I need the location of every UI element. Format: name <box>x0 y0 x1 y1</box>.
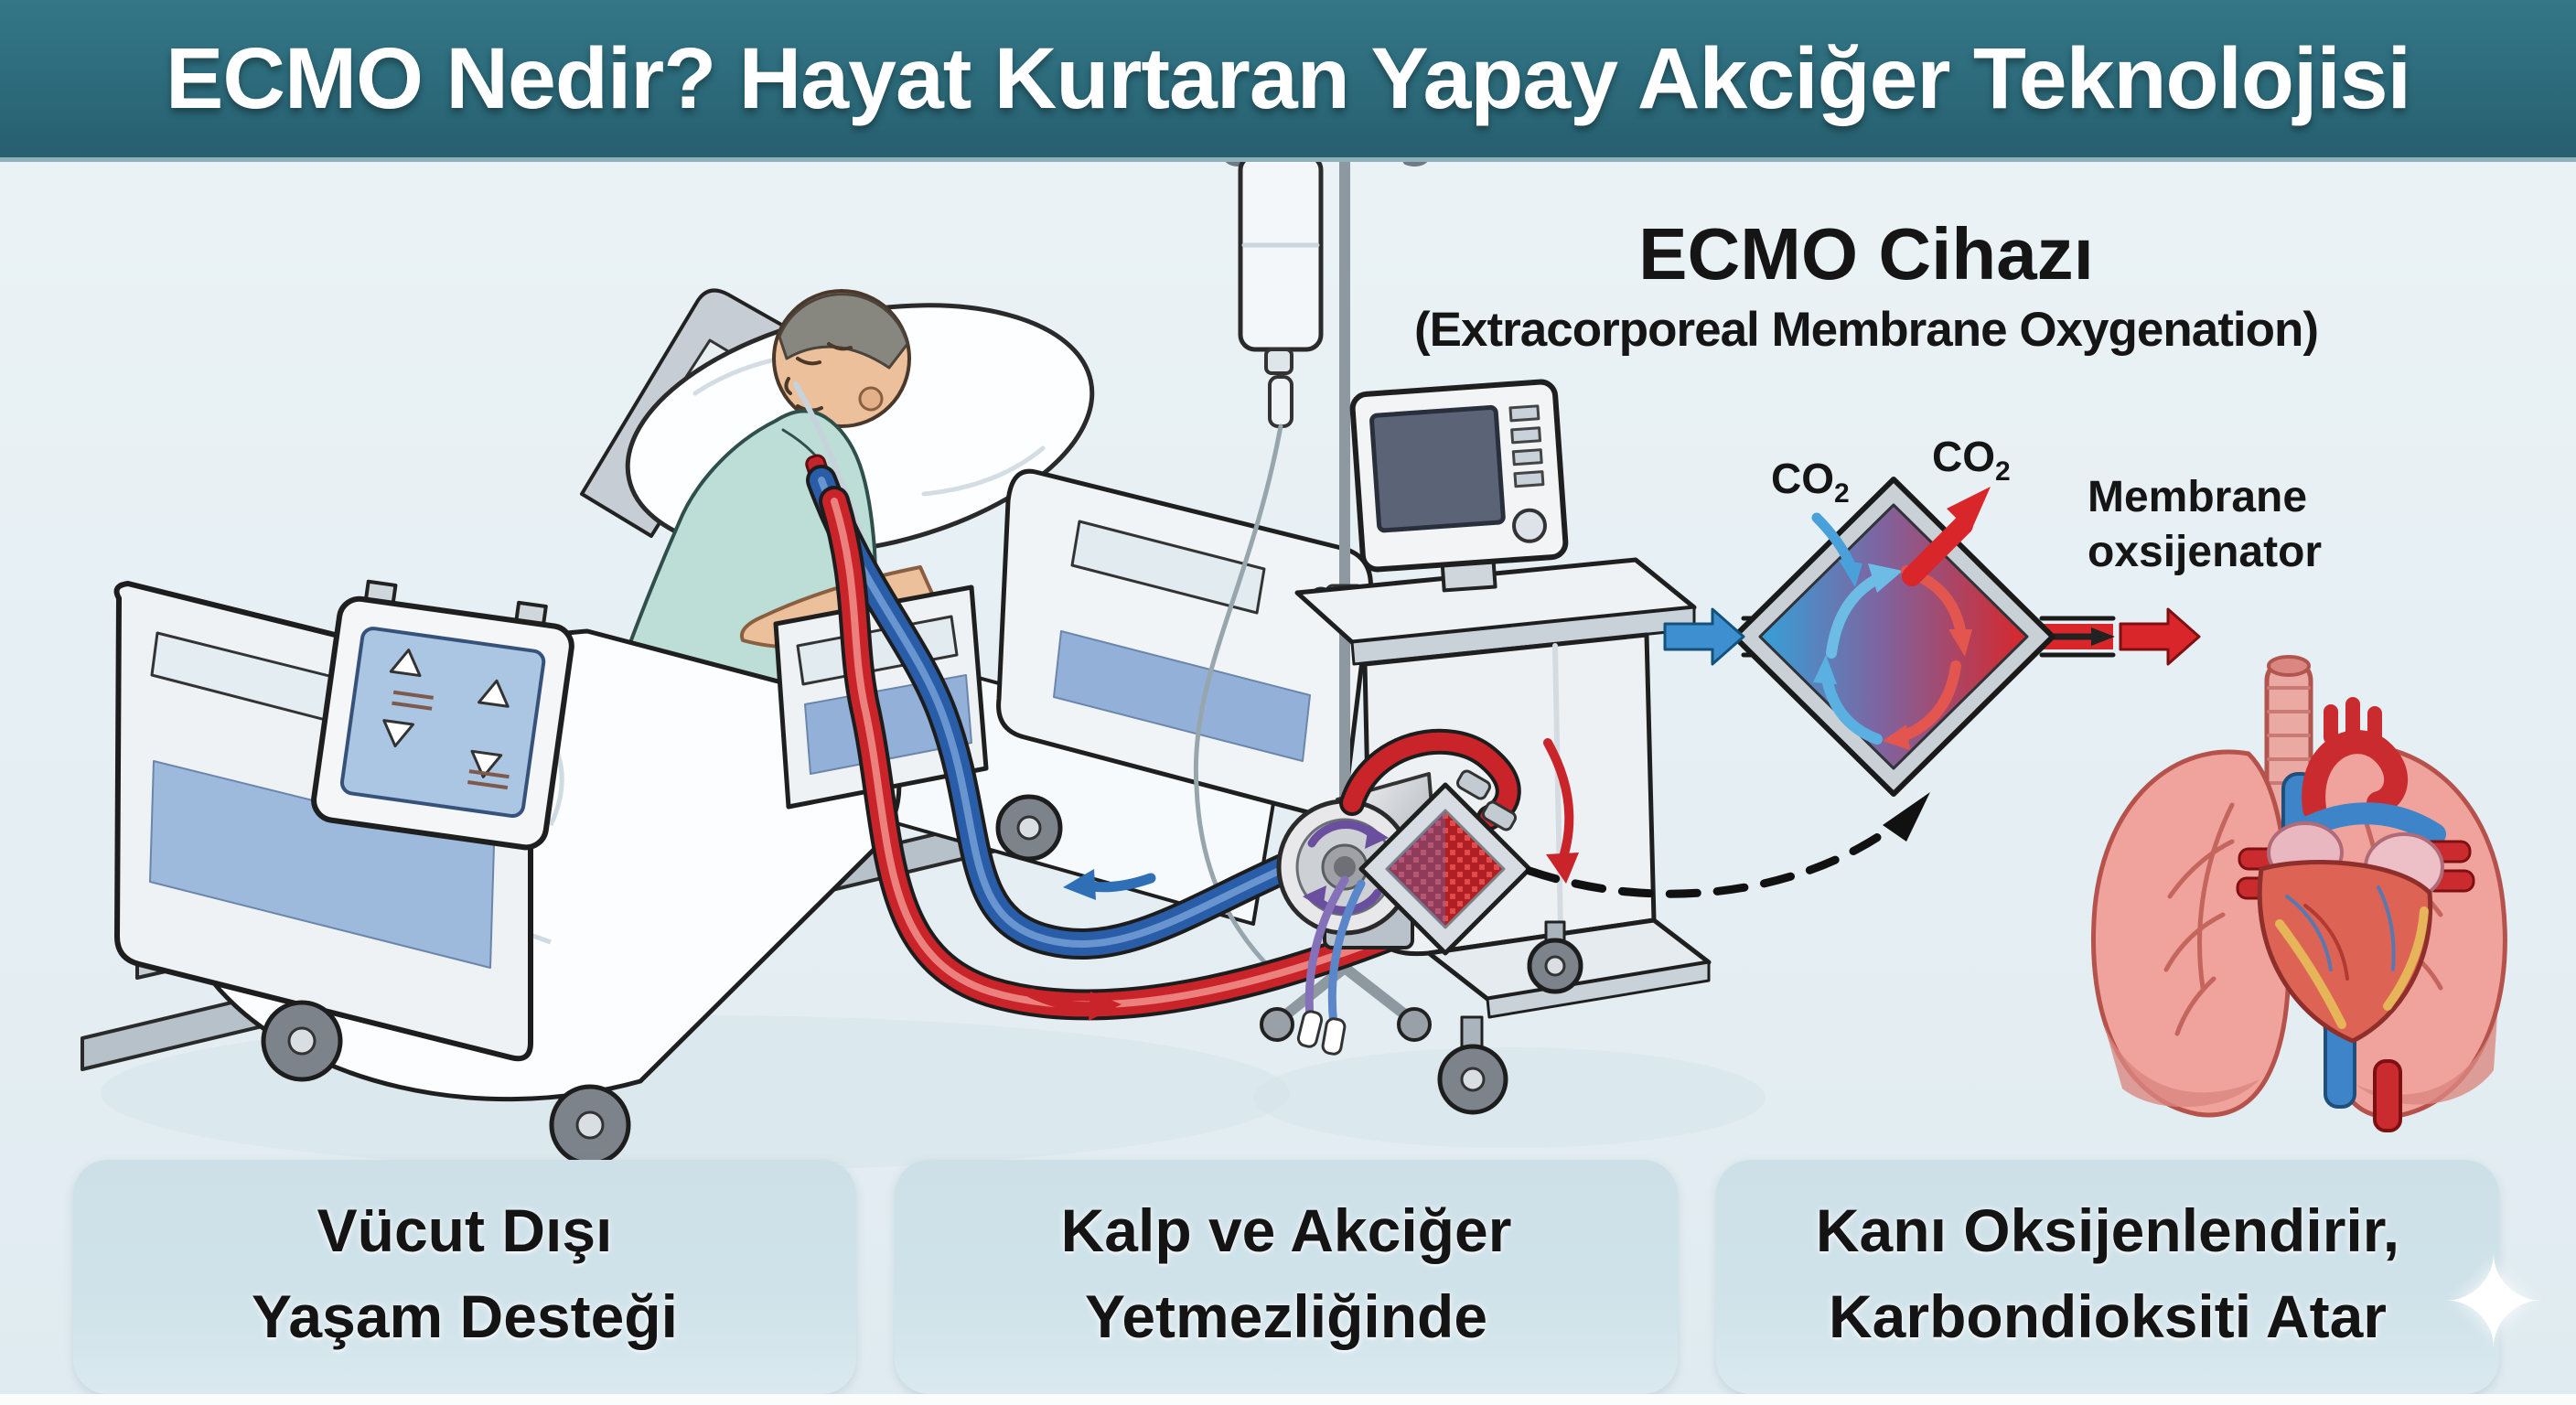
iv-bag <box>1238 153 1324 352</box>
cart-casters <box>1437 920 1583 1115</box>
oxygenated-blood-arrow <box>2119 607 2201 666</box>
device-label: ECMO Cihazı (Extracorporeal Membrane Oxy… <box>1326 210 2406 362</box>
header-banner: ECMO Nedir? Hayat Kurtaran Yapay Akciğer… <box>0 0 2576 162</box>
recirculation-arrow <box>1543 738 1574 870</box>
info-card-oxygenates-blood: Kanı Oksijenlendirir, Karbondioksiti Ata… <box>1716 1160 2499 1394</box>
aorta <box>2302 730 2408 820</box>
pulmonary-artery <box>2294 802 2446 845</box>
co2-in-label: CO2 <box>1771 455 1850 509</box>
bed-casters <box>261 794 1063 1166</box>
info-card-heart-lung-failure: Kalp ve Akciğer Yetmezliğinde <box>895 1160 1678 1394</box>
device-subtitle: (Extracorporeal Membrane Oxygenation) <box>1414 303 2319 357</box>
oxygenator-unit <box>1358 782 1532 956</box>
iv-line <box>1193 424 1283 974</box>
catheter-purple <box>1304 875 1349 1022</box>
bed-control-panel <box>311 579 574 851</box>
page-title: ECMO Nedir? Hayat Kurtaran Yapay Akciğer… <box>166 29 2411 127</box>
pump-rotation-arrow <box>1307 820 1379 848</box>
cart-shadow <box>1253 1047 1766 1148</box>
ecmo-monitor <box>1349 379 1569 593</box>
monitor-knob <box>1512 508 1548 543</box>
dashed-arrow <box>1525 792 1930 898</box>
membrane-oxygenator-label: Membrane oxsijenator <box>2088 473 2323 576</box>
membrane-core <box>1758 503 2029 770</box>
info-card-extracorporeal: Vücut Dışı Yaşam Desteği <box>73 1160 856 1394</box>
iv-drip-chamber <box>1268 375 1293 428</box>
ecmo-tubing <box>806 465 1435 1021</box>
lungs-heart-illustration <box>2091 655 2507 1132</box>
catheter-blue <box>1327 879 1366 1029</box>
blood-flow-arrows <box>1026 869 1156 1021</box>
device-title: ECMO Cihazı <box>1638 213 2094 295</box>
ecmo-machine-illustration <box>1276 379 1712 1115</box>
monitor-screen <box>1369 404 1506 533</box>
deoxygenated-blood-arrow <box>1663 607 1745 666</box>
heart <box>2236 697 2475 1132</box>
sparkle-icon: ✦ <box>2441 1233 2547 1374</box>
co2-out-label: CO2 <box>1932 433 2011 488</box>
pump-to-oxygenator-tube <box>1343 732 1518 827</box>
membrane-oxygenator-diagram <box>1663 477 2201 797</box>
bottom-strip <box>0 1394 2576 1405</box>
co2-out-arrow <box>1902 515 1973 586</box>
